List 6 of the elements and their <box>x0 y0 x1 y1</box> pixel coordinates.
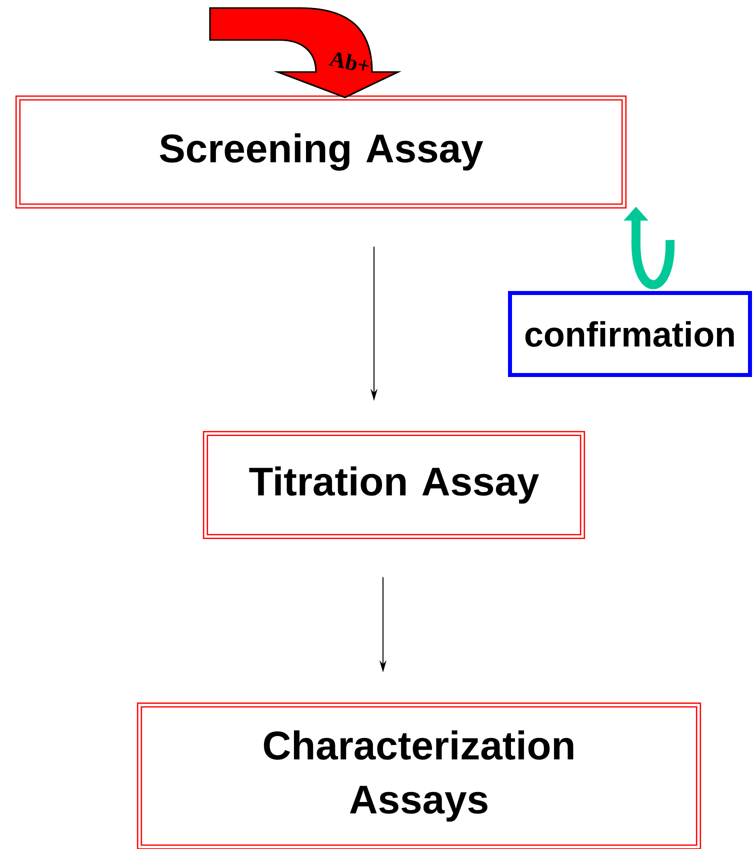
curved-arrow <box>209 7 399 98</box>
assay-box: Characterization Assays <box>136 702 702 849</box>
confirmation-box: confirmation <box>508 291 752 377</box>
edge-label: Ab+ <box>328 50 372 74</box>
assay-box: Screening Assay <box>15 95 627 209</box>
assay-box: Titration Assay <box>202 430 586 540</box>
